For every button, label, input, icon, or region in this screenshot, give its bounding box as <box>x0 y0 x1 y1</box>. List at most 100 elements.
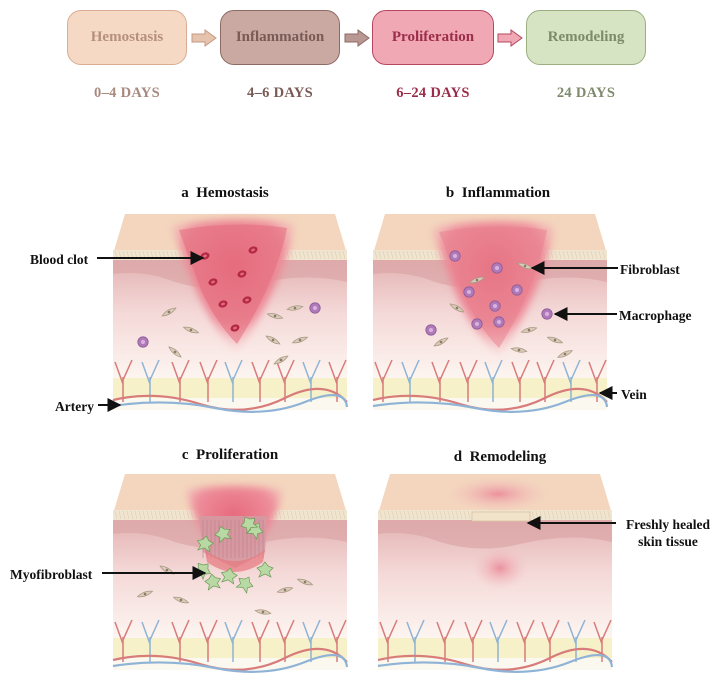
stratum-texture <box>402 250 406 260</box>
panel-title-text: Inflammation <box>461 185 551 201</box>
stratum-texture <box>378 250 382 260</box>
vein-vessel <box>112 394 349 413</box>
stratum-texture <box>342 510 346 520</box>
stratum-texture <box>558 250 562 260</box>
stratum-texture <box>551 510 555 520</box>
stratum-texture <box>302 250 306 260</box>
fibroblast-nucleus <box>527 328 531 332</box>
stratum-texture <box>122 510 126 520</box>
stratum-texture <box>138 510 142 520</box>
fibroblast-nucleus <box>523 264 527 268</box>
stratum-texture <box>562 250 566 260</box>
fibroblast-nucleus <box>261 610 265 614</box>
stratum-texture <box>383 510 387 520</box>
stratum-texture <box>314 510 318 520</box>
myofibroblast-cell <box>196 535 214 553</box>
vein-vessel <box>377 654 614 673</box>
stratum-texture <box>447 510 451 520</box>
myofibroblast-cell <box>204 573 222 591</box>
stratum-texture <box>599 510 603 520</box>
vessel-branch <box>593 619 612 662</box>
stratum-texture <box>583 510 587 520</box>
stratum-texture <box>415 510 419 520</box>
vessel-branch <box>328 619 347 662</box>
stratum-texture <box>298 510 302 520</box>
artery-vessel <box>112 387 348 411</box>
stratum-texture <box>286 510 290 520</box>
fat-layer <box>373 378 607 398</box>
stratum-texture <box>190 510 194 520</box>
stratum-texture <box>178 510 182 520</box>
fibroblast-nucleus <box>273 314 277 318</box>
contracting-edge <box>205 550 265 572</box>
stratum-texture <box>174 510 178 520</box>
stratum-texture <box>427 510 431 520</box>
macrophage-nucleus <box>515 288 519 292</box>
stage-days-proliferation: 6–24 DAYS <box>396 85 470 101</box>
fibroblast-nucleus <box>553 338 557 342</box>
stage-days-inflammation: 4–6 DAYS <box>247 85 313 101</box>
panel-title-a: a Hemostasis <box>105 185 345 202</box>
vessel-branch <box>484 359 503 402</box>
fibroblast-nucleus <box>455 306 459 310</box>
stratum-texture <box>419 510 423 520</box>
red-blood-cell-center <box>233 326 237 330</box>
fibroblast-nucleus <box>143 592 147 596</box>
macrophage-nucleus <box>497 320 501 324</box>
stratum-texture <box>570 250 574 260</box>
stratum-texture <box>130 510 134 520</box>
myofibroblast-cell <box>235 576 254 595</box>
stage-arrow-icon <box>344 29 370 47</box>
myofibroblast-cell <box>214 525 232 544</box>
fibroblast-nucleus <box>303 580 307 584</box>
vessel-branch <box>464 619 483 662</box>
stratum-texture <box>594 250 598 260</box>
stratum-texture <box>318 250 322 260</box>
stratum-texture <box>322 510 326 520</box>
healing-blush <box>446 476 550 512</box>
panel-title-b: b Inflammation <box>378 185 618 202</box>
stratum-texture <box>334 510 338 520</box>
fibroblast-nucleus <box>298 338 302 342</box>
myofibroblast-cell <box>220 567 238 585</box>
stratum-texture <box>338 250 342 260</box>
vessel-branch <box>199 359 218 402</box>
fibroblast-nucleus <box>279 358 283 362</box>
label-blood-clot: Blood clot <box>30 252 89 267</box>
stratum-texture <box>294 510 298 520</box>
stratum-texture <box>434 250 438 260</box>
fibroblast-nucleus <box>283 588 287 592</box>
panel-letter: a <box>181 185 189 201</box>
stratum-texture <box>443 510 447 520</box>
fibroblast-nucleus <box>271 338 275 342</box>
stratum-texture <box>342 250 346 260</box>
stratum-texture <box>571 510 575 520</box>
stratum-texture <box>422 250 426 260</box>
label-macrophage: Macrophage <box>619 308 692 323</box>
vessel-branch <box>251 619 270 662</box>
stratum-texture <box>438 250 442 260</box>
fibroblast-nucleus <box>173 350 177 354</box>
vessel-branch <box>406 619 425 662</box>
panel-letter: d <box>453 449 463 465</box>
stratum-texture <box>550 250 554 260</box>
skin-panel-remodeling <box>377 474 614 673</box>
stratum-texture <box>426 250 430 260</box>
stratum-texture <box>146 510 150 520</box>
stratum-texture <box>398 250 402 260</box>
stratum-texture <box>150 510 154 520</box>
stratum-texture <box>435 510 439 520</box>
stage-label: Remodeling <box>547 29 625 45</box>
macrophage-nucleus <box>545 312 549 316</box>
stratum-texture <box>590 250 594 260</box>
myofibroblast-cell <box>240 516 259 535</box>
panel-title-c: c Proliferation <box>110 447 350 464</box>
stratum-texture <box>459 510 463 520</box>
fat-layer <box>378 638 612 658</box>
fibroblast-nucleus <box>189 328 193 332</box>
panel-letter: b <box>445 185 455 201</box>
stratum-texture <box>154 510 158 520</box>
skin-panel-inflammation <box>372 214 609 413</box>
stratum-texture <box>418 250 422 260</box>
stratum-texture <box>330 510 334 520</box>
